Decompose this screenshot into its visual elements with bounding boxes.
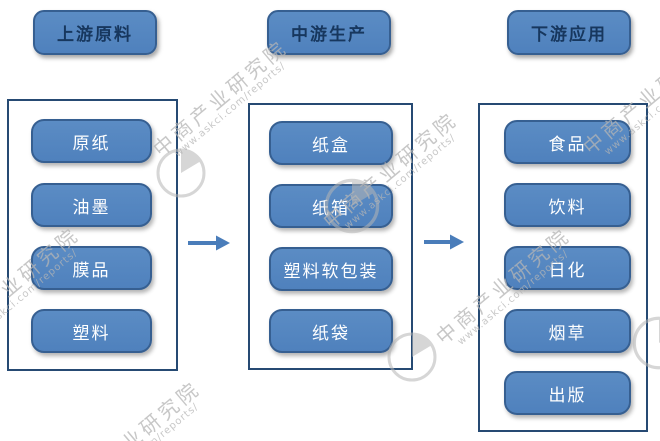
node-ink: 油墨 [31, 183, 152, 227]
downstream-group-box [478, 103, 648, 432]
watermark: 中商产业研究院 www.askci.com/reports/ [59, 373, 211, 441]
node-beverage: 饮料 [504, 183, 631, 227]
node-base-paper: 原纸 [31, 119, 152, 163]
node-publishing: 出版 [504, 371, 631, 415]
node-film: 膜品 [31, 246, 152, 290]
midstream-group-box [248, 103, 413, 370]
node-plastic: 塑料 [31, 309, 152, 353]
watermark-text: 中商产业研究院 [61, 375, 206, 441]
node-paper-box: 纸盒 [269, 121, 393, 165]
upstream-group-box [7, 99, 178, 371]
node-plastic-flexible-packaging: 塑料软包装 [269, 247, 393, 291]
node-food: 食品 [504, 120, 631, 164]
watermark-url: www.askci.com/reports/ [75, 393, 211, 441]
column-header-downstream: 下游应用 [507, 10, 631, 55]
node-paper-bag: 纸袋 [269, 309, 393, 353]
arrow-right-icon [424, 234, 464, 250]
node-carton: 纸箱 [269, 184, 393, 228]
node-daily-chemical: 日化 [504, 246, 631, 290]
node-tobacco: 烟草 [504, 309, 631, 353]
arrow-right-icon [188, 235, 230, 251]
column-header-upstream: 上游原料 [33, 10, 157, 55]
column-header-midstream: 中游生产 [267, 10, 391, 55]
